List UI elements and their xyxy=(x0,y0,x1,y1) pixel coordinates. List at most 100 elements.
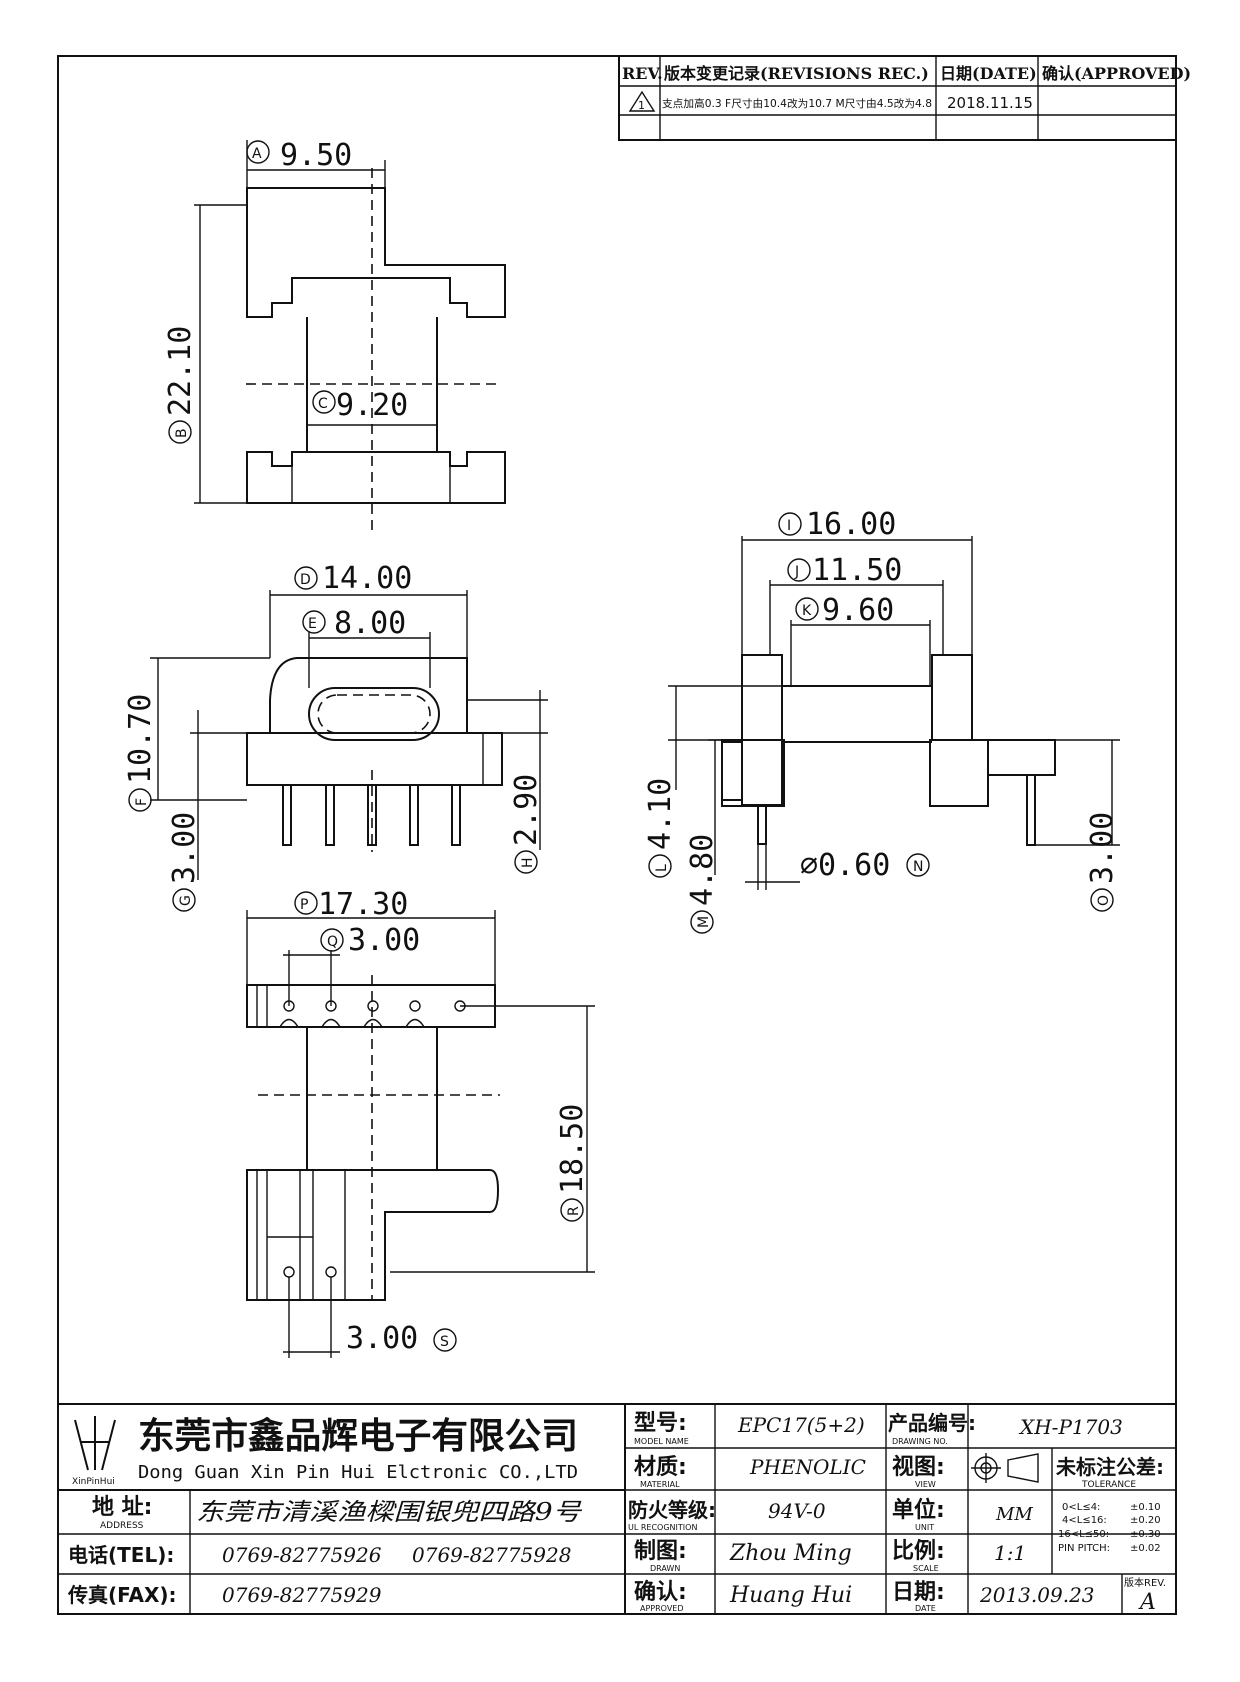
dim-m-value: 4.80 xyxy=(685,834,720,906)
tolerance-range-4: PIN PITCH: xyxy=(1058,1543,1110,1554)
fire-label-en: UL RECOGNITION xyxy=(628,1523,697,1532)
dim-r-letter: R xyxy=(566,1206,582,1216)
unit-value: MM xyxy=(995,1504,1033,1525)
tolerance-value-4: ±0.02 xyxy=(1130,1543,1161,1554)
dim-i-letter: I xyxy=(787,518,791,534)
dim-j-letter: J xyxy=(794,564,799,580)
view-label-en: VIEW xyxy=(915,1480,936,1489)
dim-f-value: 10.70 xyxy=(123,694,158,784)
approved-value: Huang Hui xyxy=(729,1583,852,1608)
scale-value: 1:1 xyxy=(994,1541,1026,1565)
dim-c-value: 9.20 xyxy=(336,388,408,423)
material-label-en: MATERIAL xyxy=(640,1480,680,1489)
front-view: D 14.00 E 8.00 F 10.70 G 3.00 H xyxy=(123,561,548,912)
tolerance-value-2: ±0.20 xyxy=(1130,1515,1161,1526)
date-label: 日期: xyxy=(892,1580,945,1605)
revision-date: 2018.11.15 xyxy=(947,94,1033,112)
rev-label: 版本REV. xyxy=(1124,1576,1166,1589)
company-logo: XinPinHui xyxy=(72,1416,116,1487)
unit-label: 单位: xyxy=(892,1497,945,1523)
model-value: EPC17(5+2) xyxy=(737,1413,865,1437)
dim-o-letter: O xyxy=(1096,895,1112,906)
dim-l-value: 4.10 xyxy=(643,778,678,850)
scale-label-en: SCALE xyxy=(913,1564,939,1573)
sheet-border xyxy=(57,55,1177,1615)
dim-h-letter: H xyxy=(520,857,536,868)
fax-value: 0769-82775929 xyxy=(222,1583,382,1607)
dim-n-value: ⌀0.60 xyxy=(800,848,890,883)
tel-value-2: 0769-82775928 xyxy=(412,1543,571,1567)
drawing-no-value: XH-P1703 xyxy=(1018,1415,1123,1439)
drawn-value: Zhou Ming xyxy=(729,1541,852,1566)
front-pins xyxy=(282,784,461,846)
company-name-en: Dong Guan Xin Pin Hui Elctronic CO.,LTD xyxy=(138,1462,578,1483)
tolerance-range-2: 4<L≤16: xyxy=(1062,1515,1107,1526)
fax-label: 传真(FAX): xyxy=(67,1583,177,1607)
approved-label-en: APPROVED xyxy=(640,1604,684,1613)
model-label: 型号: xyxy=(634,1411,687,1436)
address-value: 东莞市清溪渔樑围银兜四路9号 xyxy=(196,1498,583,1526)
tolerance-range-1: 0<L≤4: xyxy=(1062,1502,1100,1513)
revision-mark: 1 xyxy=(638,99,645,112)
side-view: I 16.00 J 11.50 K 9.60 L 4.10 M 4.80 xyxy=(643,507,1120,934)
dim-b-value: 22.10 xyxy=(163,326,198,416)
date-label-en: DATE xyxy=(915,1604,936,1613)
company-name-cn: 东莞市鑫品辉电子有限公司 xyxy=(138,1416,578,1457)
dim-o-value: 3.00 xyxy=(1085,812,1120,884)
dim-a-letter: A xyxy=(252,146,262,162)
rev-approved-header: 确认(APPROVED) xyxy=(1042,64,1191,83)
bottom-view: P 17.30 Q 3.00 R 18.50 3.00 S xyxy=(246,887,595,1358)
dim-d-value: 14.00 xyxy=(322,561,412,596)
date-value: 2013.09.23 xyxy=(979,1583,1095,1607)
rev-header: REV. xyxy=(622,64,663,83)
dim-n-letter: N xyxy=(913,859,923,875)
dim-m-letter: M xyxy=(696,916,712,928)
unit-label-en: UNIT xyxy=(915,1523,934,1532)
dim-f-letter: F xyxy=(134,798,150,806)
rev-date-header: 日期(DATE) xyxy=(940,64,1037,83)
tolerance-value-1: ±0.10 xyxy=(1130,1502,1161,1513)
tel-label: 电话(TEL): xyxy=(68,1543,174,1567)
drawn-label: 制图: xyxy=(634,1539,687,1564)
projection-symbol-icon xyxy=(971,1453,1039,1483)
rev-value: A xyxy=(1138,1590,1156,1615)
dim-g-letter: G xyxy=(178,895,194,906)
dim-e-letter: E xyxy=(308,616,317,632)
drawing-no-label-en: DRAWING NO. xyxy=(892,1437,948,1446)
top-view: A 9.50 B 22.10 C 9.20 xyxy=(163,138,506,530)
dim-q-letter: Q xyxy=(327,934,338,950)
dim-p-value: 17.30 xyxy=(318,887,408,922)
revision-table: REV. 版本变更记录(REVISIONS REC.) 日期(DATE) 确认(… xyxy=(618,55,1191,141)
dim-b-letter: B xyxy=(174,428,190,438)
dim-d-letter: D xyxy=(300,572,311,588)
address-label-en: ADDRESS xyxy=(100,1521,144,1531)
fire-label: 防火等级: xyxy=(628,1498,716,1522)
dim-g-value: 3.00 xyxy=(167,812,202,884)
dim-a-value: 9.50 xyxy=(280,138,352,173)
dim-p-letter: P xyxy=(300,897,308,913)
scale-label: 比例: xyxy=(892,1539,945,1564)
drawn-label-en: DRAWN xyxy=(650,1564,680,1573)
revision-triangle-icon xyxy=(628,90,656,112)
dim-l-letter: L xyxy=(654,864,670,872)
tolerance-label: 未标注公差: xyxy=(1056,1455,1164,1479)
revision-text: 支点加高0.3 F尺寸由10.4改为10.7 M尺寸由4.5改为4.8 xyxy=(662,97,932,110)
rev-record-header: 版本变更记录(REVISIONS REC.) xyxy=(663,64,929,83)
tolerance-range-3: 16<L≤50: xyxy=(1058,1529,1109,1540)
address-label: 地 址: xyxy=(92,1495,152,1520)
dim-k-value: 9.60 xyxy=(822,593,894,628)
drawing-no-label: 产品编号: xyxy=(888,1411,976,1435)
title-block: XinPinHui 东莞市鑫品辉电子有限公司 Dong Guan Xin Pin… xyxy=(58,1403,1176,1615)
dim-r-value: 18.50 xyxy=(555,1104,590,1194)
dim-h-value: 2.90 xyxy=(509,774,544,846)
dim-i-value: 16.00 xyxy=(806,507,896,542)
dim-c-letter: C xyxy=(318,396,328,412)
material-label: 材质: xyxy=(634,1455,687,1480)
model-label-en: MODEL NAME xyxy=(634,1437,689,1446)
view-label: 视图: xyxy=(892,1454,945,1480)
tolerance-value-3: ±0.30 xyxy=(1130,1529,1161,1540)
dim-j-value: 11.50 xyxy=(812,553,902,588)
logo-text: XinPinHui xyxy=(72,1477,115,1487)
dim-e-value: 8.00 xyxy=(334,606,406,641)
